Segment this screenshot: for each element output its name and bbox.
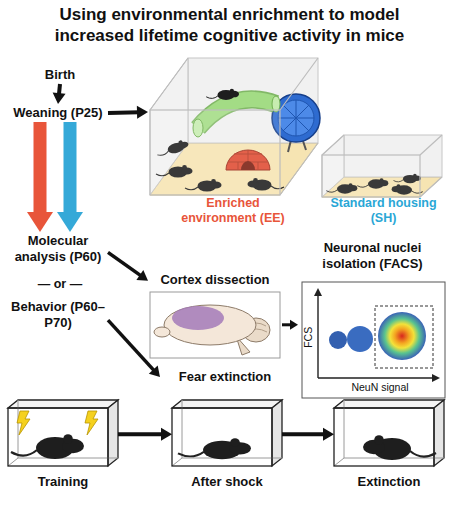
stage-label: Weaning (P25)	[8, 104, 108, 122]
axis-label: NeuN signal	[320, 381, 440, 394]
connector-arrow	[108, 106, 148, 119]
ee-cage	[150, 58, 320, 195]
arrow-shaft	[118, 432, 163, 436]
or-separator: — or —	[10, 277, 110, 292]
facs-plot-part	[314, 288, 322, 296]
node-text: After shock	[172, 474, 282, 490]
brain-sketch-part	[150, 292, 280, 358]
arrow-head	[323, 428, 334, 441]
brain-sketch	[150, 292, 280, 358]
facs-plot	[302, 282, 445, 398]
facs-plot-part	[318, 294, 434, 378]
chamber-node: After shock	[172, 400, 282, 490]
brain-sketch-part	[164, 305, 256, 345]
node-text: Standard housing (SH)	[325, 196, 443, 226]
arrow-head	[149, 366, 160, 377]
arrow-head	[137, 106, 148, 119]
connector-arrow	[282, 428, 334, 441]
facs-plot-part	[375, 306, 433, 368]
image-panel: Cortex dissection	[148, 272, 282, 360]
fear-chambers-part	[8, 400, 118, 466]
ee-cage-part	[150, 110, 280, 195]
brain-sketch-part	[154, 327, 170, 337]
connector-arrow	[27, 122, 53, 232]
connector-arrow	[53, 84, 66, 104]
arrow-shaft	[64, 122, 77, 216]
cage-node: Standard housing (SH)	[322, 135, 445, 226]
arrow-head	[57, 212, 83, 232]
facs-plot-part	[432, 374, 440, 382]
arrow-shaft	[282, 432, 325, 436]
stage-label: Birth	[10, 66, 110, 84]
section-label: Fear extinction	[160, 368, 290, 386]
plot-panel: Neuronal nuclei isolation (FACS)	[298, 240, 447, 400]
arrow-head	[53, 92, 66, 104]
fear-chambers-part	[172, 400, 282, 466]
arrow-shaft	[108, 110, 139, 115]
arrow-shaft	[282, 323, 292, 326]
arrow-shaft	[59, 84, 60, 95]
sh-cage	[322, 135, 442, 197]
axis-label: FCS	[302, 322, 315, 352]
chamber-node: Extinction	[334, 400, 444, 490]
ee-cage-part	[206, 89, 239, 100]
sh-cage-part	[322, 155, 420, 197]
node-text: Training	[8, 474, 118, 490]
facs-plot-part	[329, 331, 347, 349]
arrow-head	[161, 428, 172, 441]
arrow-head	[27, 212, 53, 232]
fear-chambers-part	[17, 411, 30, 435]
cage-node: Enriched environment (EE)	[148, 52, 318, 226]
connector-arrow	[57, 122, 83, 232]
arrow-head	[136, 270, 148, 281]
node-text: Cortex dissection	[148, 272, 282, 288]
node-text: Birth	[10, 67, 110, 83]
connector-arrow	[108, 320, 160, 377]
node-text: Neuronal nuclei isolation (FACS)	[308, 240, 438, 271]
fear-chambers-part	[334, 400, 444, 466]
facs-plot-part	[302, 282, 445, 398]
connector-arrow	[118, 428, 172, 441]
node-text: Enriched environment (EE)	[171, 196, 296, 226]
fear-chambers-part	[11, 434, 84, 459]
sh-cage-part	[322, 135, 442, 197]
chamber-node: Training	[8, 400, 118, 490]
connector-arrow	[108, 252, 148, 280]
connector-arrow	[282, 320, 298, 330]
node-text: Molecular analysis (P60)	[8, 233, 108, 264]
node-text: Behavior (P60–P70)	[8, 299, 108, 330]
brain-sketch-part	[172, 306, 224, 330]
arrow-shaft	[34, 122, 47, 216]
arrow-head	[290, 320, 298, 330]
fear-chambers	[8, 400, 444, 466]
node-text: Weaning (P25)	[8, 105, 108, 121]
fear-chambers-part	[178, 438, 251, 459]
diagram-title: Using environmental enrichment to model …	[20, 4, 440, 46]
title-block: Using environmental enrichment to model …	[0, 4, 459, 46]
stage-label: Behavior (P60–P70)	[8, 298, 108, 332]
arrow-shaft	[108, 252, 141, 276]
facs-plot-part	[378, 312, 426, 360]
facs-plot-part	[347, 326, 373, 352]
arrow-shaft	[108, 320, 155, 371]
fear-chambers-part	[85, 411, 98, 435]
fear-chambers-part	[363, 435, 436, 460]
node-text: Fear extinction	[160, 369, 290, 385]
stage-label: Molecular analysis (P60)	[8, 232, 108, 266]
node-text: Extinction	[334, 474, 444, 490]
ee-cage-part	[150, 58, 318, 195]
